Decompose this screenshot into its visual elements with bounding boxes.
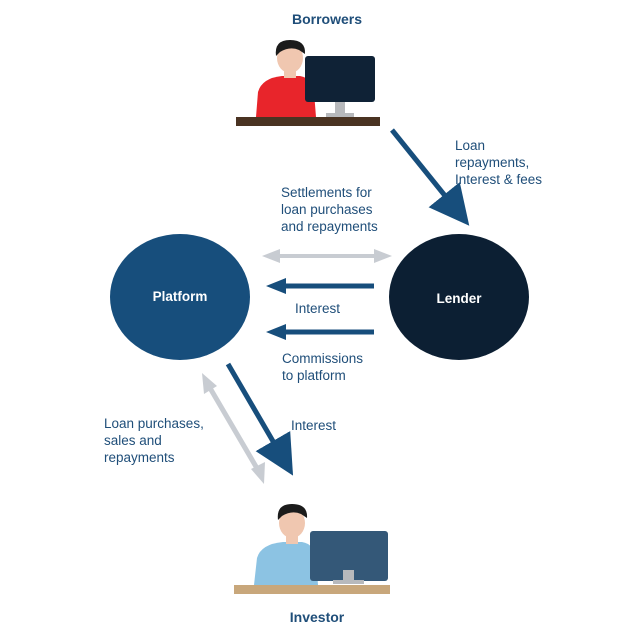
borrowers-title: Borrowers xyxy=(291,11,363,27)
borrowers-monitor xyxy=(305,56,375,102)
borrowers-desk xyxy=(236,117,380,126)
platform-node xyxy=(110,234,250,360)
arrow-commissions xyxy=(266,324,374,340)
investor-shirt xyxy=(254,542,318,585)
label-loan-purchases: Loan purchases, sales and repayments xyxy=(104,416,204,465)
label-interest-investor: Interest xyxy=(291,418,337,433)
borrowers-icon xyxy=(236,40,380,126)
investor-icon xyxy=(234,504,390,594)
lender-label: Lender xyxy=(436,291,482,306)
label-commissions: Commissions to platform xyxy=(282,351,364,383)
arrow-borrowers-to-lender xyxy=(390,128,470,226)
borrowers-shirt xyxy=(256,76,316,117)
arrow-interest-platform-to-investor xyxy=(225,362,294,476)
platform-label: Platform xyxy=(152,289,208,304)
label-settlements: Settlements for loan purchases and repay… xyxy=(281,185,378,234)
label-interest-lender: Interest xyxy=(295,301,341,316)
label-loan-repayments: Loan repayments, Interest & fees xyxy=(455,138,543,187)
investor-title: Investor xyxy=(289,609,345,625)
arrow-settlements xyxy=(262,249,392,263)
investor-desk xyxy=(234,585,390,594)
arrow-loan-purchases xyxy=(202,373,265,484)
investor-monitor xyxy=(310,531,388,581)
lender-node xyxy=(389,234,529,360)
arrow-interest-lender-to-platform xyxy=(266,278,374,294)
